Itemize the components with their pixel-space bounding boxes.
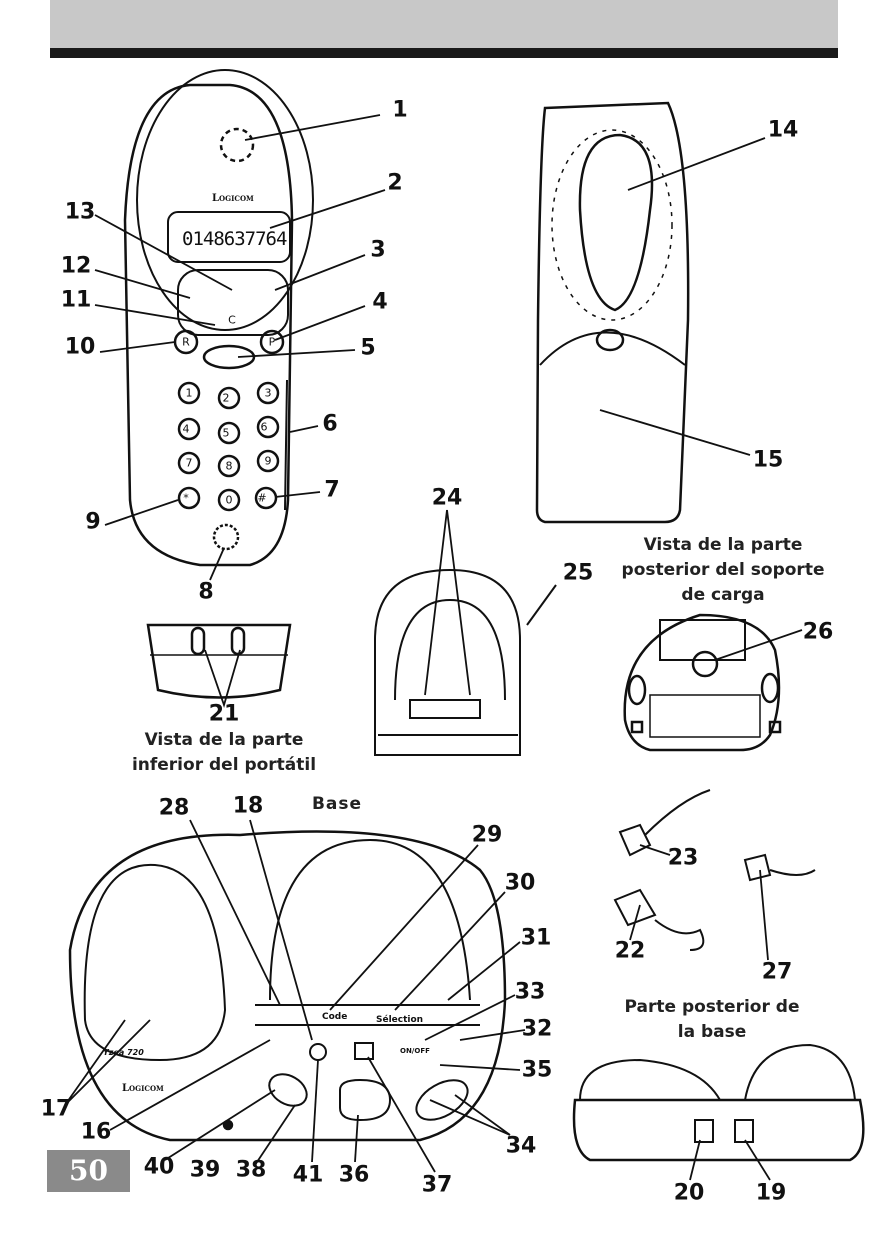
charger-cradle [374,568,557,756]
caption-line: posterior del soporte [621,560,825,580]
callout-13: 13 [64,199,96,225]
callout-28: 28 [158,795,190,821]
leader-lines [64,114,803,1181]
callout-25: 25 [562,560,594,586]
key-2[interactable]: 2 [222,391,230,405]
callout-6: 6 [322,411,338,437]
caption-line: Vista de la parte [643,535,803,555]
key-p[interactable]: P [268,335,276,349]
base-back-view [572,1043,865,1162]
charger-back-view [623,613,782,752]
key-1[interactable]: 1 [185,386,193,400]
callout-20: 20 [673,1180,705,1206]
callout-40: 40 [143,1154,175,1180]
callout-36: 36 [338,1162,370,1188]
callout-9: 9 [85,509,101,535]
key-0[interactable]: 0 [225,493,233,507]
callout-23: 23 [667,845,699,871]
key-6[interactable]: 6 [260,420,268,434]
key-9[interactable]: 9 [264,454,272,468]
callout-30: 30 [504,870,536,896]
page-number: 50 [47,1150,130,1192]
callout-11: 11 [60,287,92,313]
key-star[interactable]: * [183,491,189,505]
key-5[interactable]: 5 [222,426,230,440]
base-onoff-label: ON/OFF [400,1047,430,1055]
callout-34: 34 [505,1133,537,1159]
caption-line: Parte posterior de [624,997,800,1017]
base-model-label: Yzea 720 [103,1048,144,1057]
callout-26: 26 [802,619,834,645]
callout-37: 37 [421,1172,453,1198]
callout-5: 5 [360,335,376,361]
callout-38: 38 [235,1157,267,1183]
header-rule [50,48,838,58]
callout-31: 31 [520,925,552,951]
caption-line: Vista de la parte [144,730,304,750]
callout-19: 19 [755,1180,787,1206]
caption-line: la base [677,1022,747,1042]
caption-handset-bottom: Vista de la parte inferior del portátil [132,728,316,778]
callout-39: 39 [189,1157,221,1183]
callout-1: 1 [392,97,408,123]
key-r[interactable]: R [182,335,190,349]
callout-32: 32 [521,1016,553,1042]
caption-line: inferior del portátil [131,755,317,775]
base-selection-label: Sélection [376,1015,424,1025]
handset-brand: Logicom [212,193,254,204]
callout-15: 15 [752,447,784,473]
callout-35: 35 [521,1057,553,1083]
caption-charger-back: Vista de la parte posterior del soporte … [622,533,825,608]
callout-21: 21 [208,701,240,727]
callout-22: 22 [614,938,646,964]
callout-10: 10 [64,334,96,360]
key-7[interactable]: 7 [185,456,193,470]
callout-17: 17 [40,1096,72,1122]
callout-29: 29 [471,822,503,848]
base-code-label: Code [322,1012,348,1022]
callout-4: 4 [372,289,388,315]
callout-24: 24 [431,485,463,511]
callout-12: 12 [60,253,92,279]
handset-bottom-view [146,623,292,699]
callout-16: 16 [80,1119,112,1145]
base-brand: Logicom [122,1083,164,1094]
caption-base: Base [311,794,363,814]
key-hash[interactable]: # [257,491,267,505]
caption-line: de carga [681,585,765,605]
callout-27: 27 [761,959,793,985]
key-4[interactable]: 4 [182,422,190,436]
callout-2: 2 [387,170,403,196]
key-8[interactable]: 8 [225,459,233,473]
key-3[interactable]: 3 [264,386,272,400]
power-adapters [613,789,816,951]
handset-display-number: 0148637764 [182,228,287,250]
callout-7: 7 [324,477,340,503]
handset-back [535,101,690,524]
callout-18: 18 [232,793,264,819]
callout-8: 8 [198,579,214,605]
callout-14: 14 [767,117,799,143]
callout-3: 3 [370,237,386,263]
base-unit [68,830,507,1142]
callout-41: 41 [292,1162,324,1188]
handset-front [123,69,314,567]
header-bar [50,0,838,48]
caption-base-back: Parte posterior de la base [625,995,800,1045]
callout-33: 33 [514,979,546,1005]
key-c[interactable]: C [228,313,236,327]
